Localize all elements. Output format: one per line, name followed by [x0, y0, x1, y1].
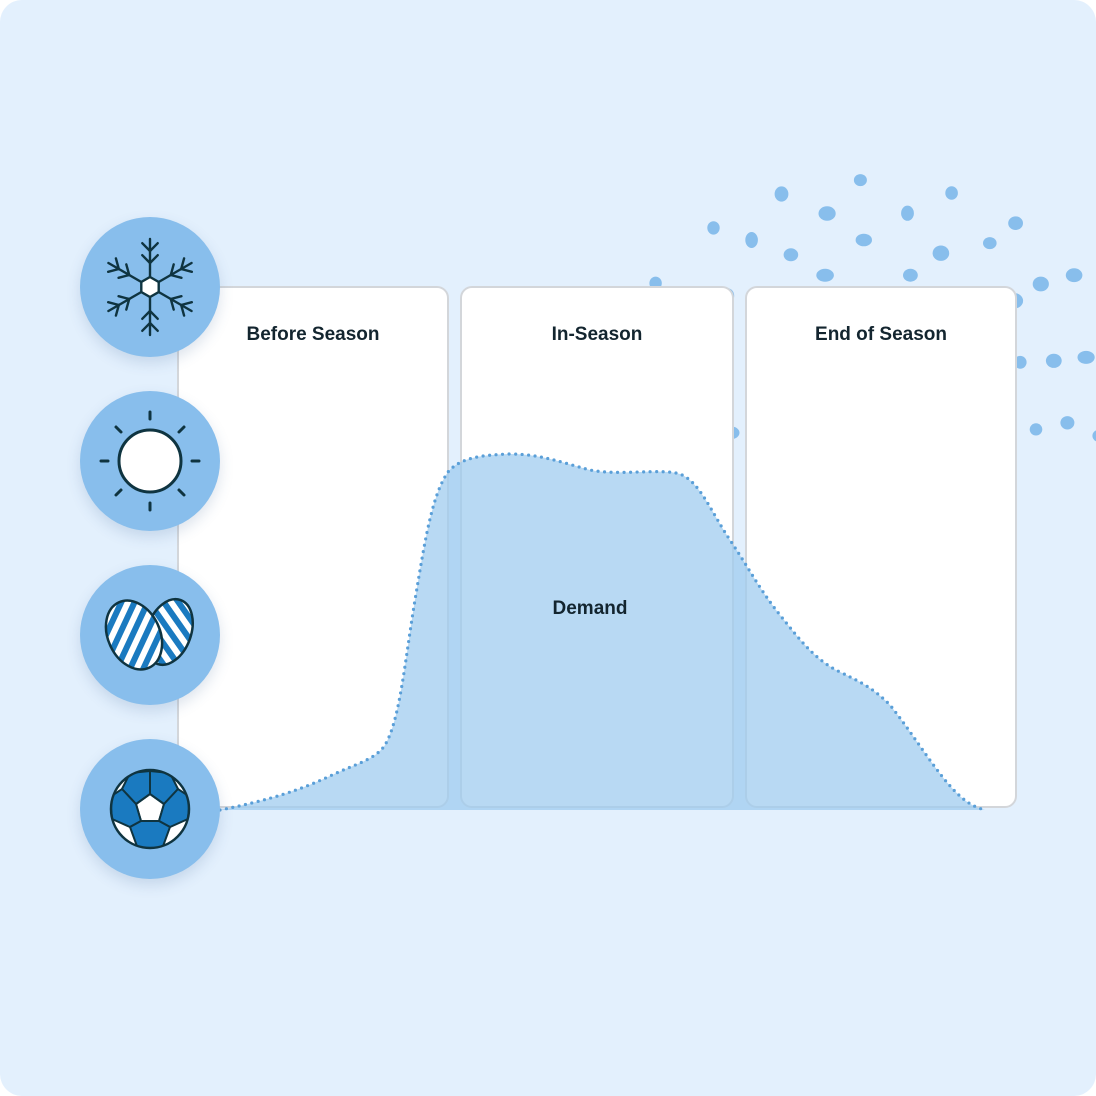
soccer-ball-icon: [109, 768, 191, 850]
eggs-circle: [80, 565, 220, 705]
dot: [816, 268, 834, 282]
phase-title: In-Season: [551, 324, 643, 345]
phase-title: End of Season: [815, 324, 947, 345]
dot: [745, 232, 758, 248]
phase-title: Before Season: [246, 324, 380, 345]
dot: [1077, 350, 1095, 364]
dot: [1065, 268, 1083, 283]
dot: [783, 248, 799, 262]
soccer-ball-circle: [80, 739, 220, 879]
dot: [1032, 276, 1049, 292]
dot: [945, 186, 958, 200]
demand-area: [220, 454, 985, 810]
dot: [855, 233, 872, 247]
dot: [1045, 353, 1062, 368]
dot: [818, 206, 836, 221]
easter-eggs-icon: [104, 597, 194, 671]
dot: [932, 245, 950, 261]
dot: [1008, 216, 1023, 230]
sun-circle: [80, 391, 220, 531]
dot: [903, 268, 918, 282]
demand-label: Demand: [552, 598, 628, 619]
dot: [1092, 430, 1096, 442]
dot: [1013, 355, 1027, 369]
dot: [774, 186, 789, 202]
dot: [1060, 416, 1075, 430]
dot: [983, 237, 997, 250]
dot: [901, 205, 914, 221]
sun-icon: [99, 410, 201, 512]
snowflake-circle: [80, 217, 220, 357]
dot: [853, 174, 867, 187]
snowflake-icon: [106, 237, 194, 337]
dot: [1029, 423, 1043, 436]
demand-line: [218, 452, 987, 812]
dot: [707, 221, 720, 235]
